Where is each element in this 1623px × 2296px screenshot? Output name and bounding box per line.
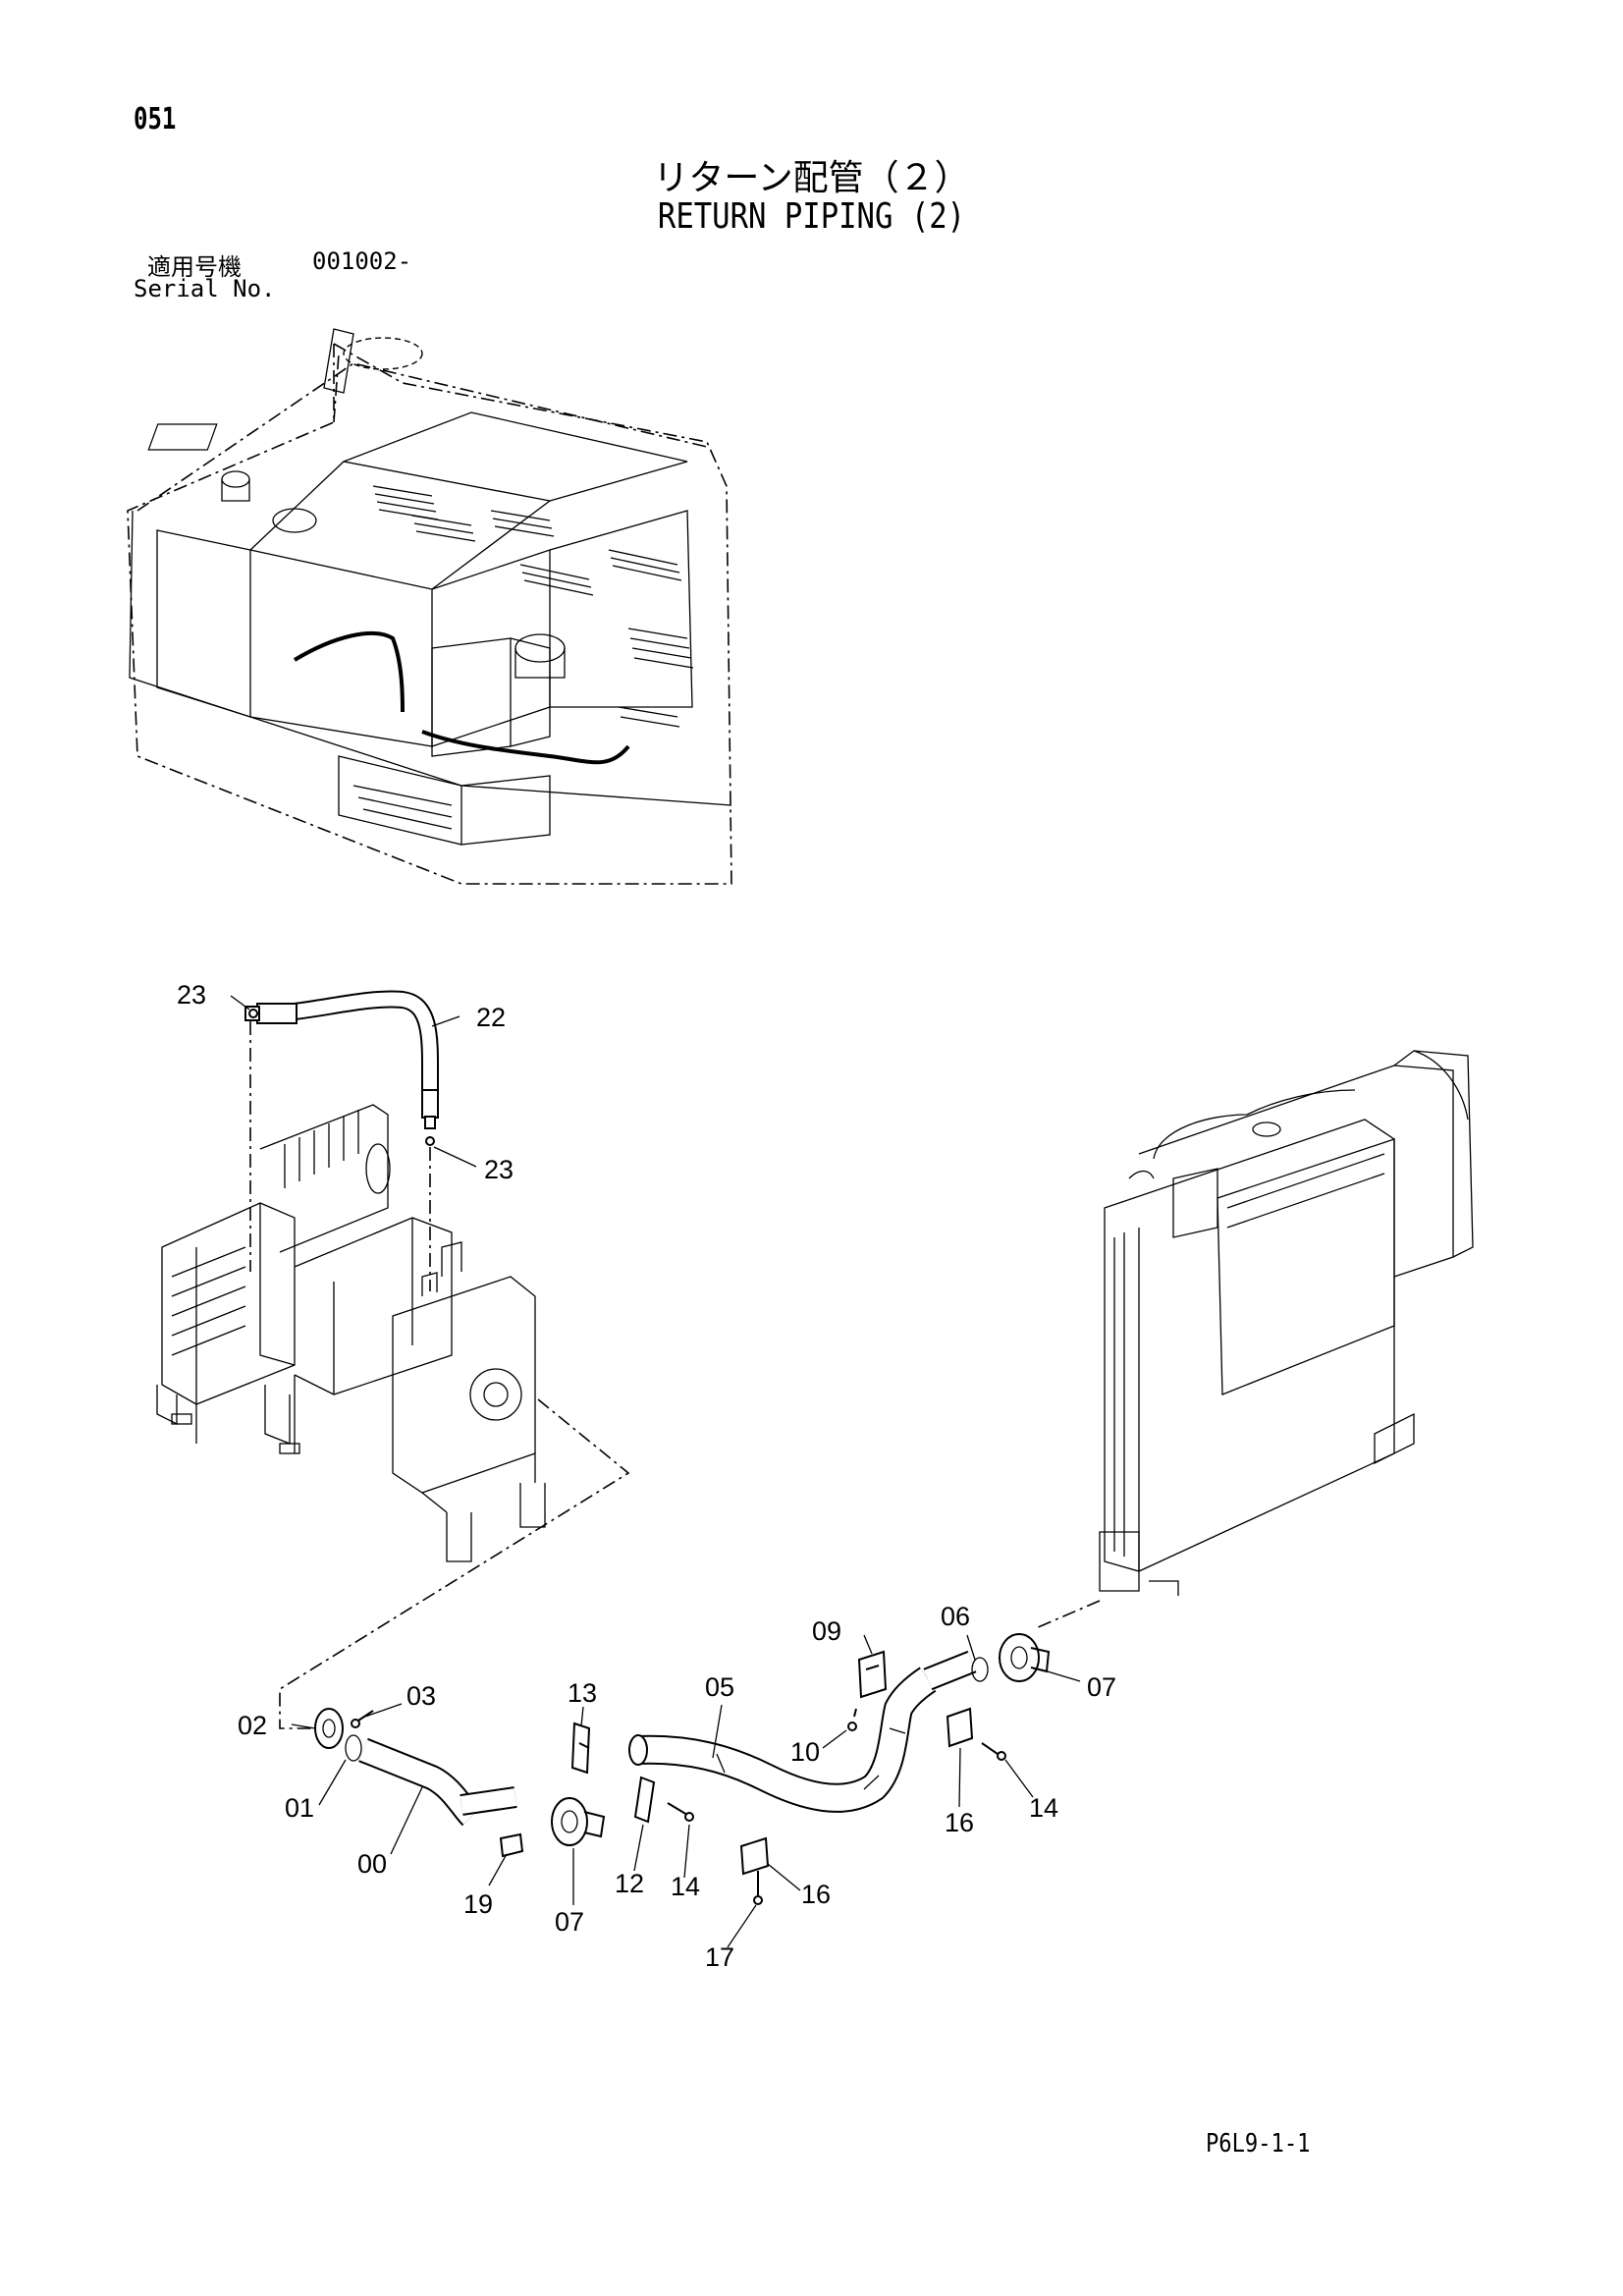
callout-labels: 23 22 23 09 06 05 13 03 02 10 07 01 16 1… (177, 980, 1116, 1972)
page-title-japanese: リターン配管（２） (653, 158, 970, 198)
serial-label-english: Serial No. (134, 275, 276, 302)
callout-label: 23 (484, 1155, 514, 1184)
callout-label: 16 (801, 1880, 831, 1909)
callout-label: 02 (238, 1711, 267, 1740)
callout-label: 06 (941, 1602, 970, 1631)
cooler-assembly-illustration (1099, 1050, 1474, 1596)
callout-label: 09 (812, 1616, 841, 1646)
callout-label: 13 (568, 1678, 597, 1708)
hose-assembly-22 (244, 990, 440, 1146)
page-title-english: RETURN PIPING (2) (657, 196, 966, 237)
control-valve-illustration (156, 1104, 546, 1562)
drawing-code: P6L9-1-1 (1206, 2129, 1311, 2159)
callout-label: 16 (945, 1808, 974, 1837)
callout-label: 22 (476, 1003, 506, 1032)
callout-label: 14 (671, 1872, 700, 1901)
return-piping-parts (314, 1633, 1051, 1905)
callout-label: 05 (705, 1672, 734, 1702)
callout-label: 10 (790, 1737, 820, 1767)
callout-label: 12 (615, 1869, 644, 1898)
serial-number: 001002- (312, 247, 412, 275)
callout-leader-lines (230, 995, 1081, 1948)
callout-label: 14 (1029, 1793, 1058, 1823)
callout-label: 23 (177, 980, 206, 1010)
callout-label: 07 (1087, 1672, 1116, 1702)
callout-label: 19 (463, 1889, 493, 1919)
callout-label: 01 (285, 1793, 314, 1823)
callout-label: 00 (357, 1849, 387, 1879)
callout-label: 17 (705, 1942, 734, 1972)
callout-label: 07 (555, 1907, 584, 1937)
serial-label-japanese: 適用号機 (147, 253, 242, 281)
callout-label: 03 (406, 1681, 436, 1711)
machine-overview-illustration (127, 328, 732, 885)
page-number: 051 (134, 102, 177, 137)
